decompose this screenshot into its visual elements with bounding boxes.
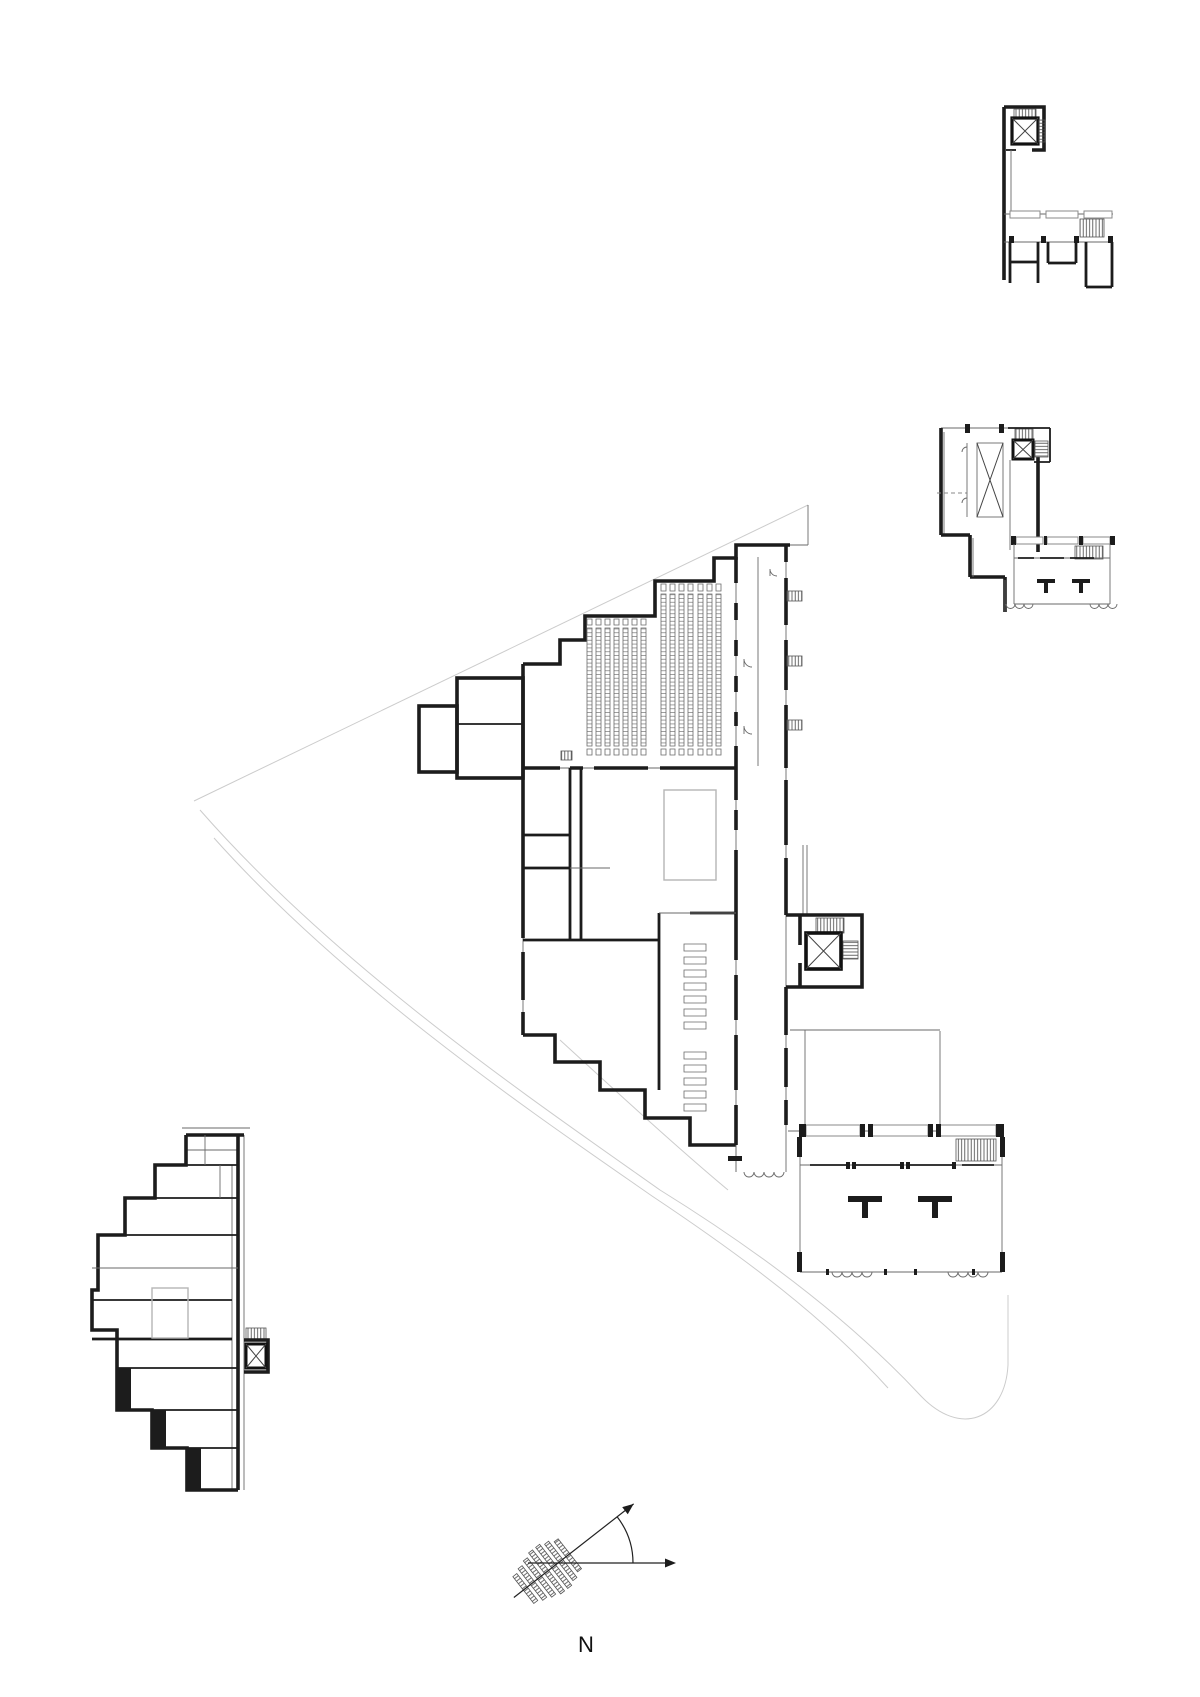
upper-right-partial-plan [1002, 105, 1114, 289]
seat-rows-left-bank [586, 627, 647, 747]
seat-rows-right-bank [660, 593, 722, 747]
stair-flight-right [842, 940, 859, 960]
stair [1079, 218, 1105, 238]
stair [1074, 545, 1104, 560]
north-axis-line [513, 1503, 635, 1598]
courtyard-opening [151, 1287, 189, 1339]
wing-columns [848, 1196, 952, 1218]
upper-left-room-2 [417, 704, 459, 774]
north-label: N [578, 1632, 594, 1657]
courtyard-opening [663, 789, 717, 881]
roof-edge [790, 505, 809, 546]
facade-vent-hatches [786, 590, 803, 731]
north-arrowhead [622, 1503, 634, 1515]
north-compass: N [512, 1503, 676, 1657]
wing-stair [955, 1138, 997, 1162]
hall-columns [1037, 579, 1090, 593]
auditorium-seating [560, 583, 722, 761]
void-shaft [976, 442, 1004, 518]
left-room-walls [523, 768, 659, 942]
south-east-wing [728, 1029, 1005, 1278]
main-floor-plan [417, 505, 1005, 1278]
elevator-stair-core [786, 845, 864, 989]
compass-hatch-fan [512, 1503, 635, 1605]
entrance-canopy [735, 1145, 785, 1178]
east-arrowhead [665, 1558, 676, 1568]
stair-flight-top [815, 917, 845, 934]
lower-left-partial-plan [90, 1127, 270, 1492]
mid-right-partial-plan [937, 424, 1118, 612]
door-swings [743, 568, 778, 735]
upper-left-room [455, 676, 525, 780]
table-rows [683, 943, 707, 1112]
stepped-north-wall [523, 543, 790, 666]
stepped-south-wall [523, 1033, 736, 1147]
compass-arc [616, 1516, 634, 1564]
solid-step-blocks [117, 1368, 201, 1490]
